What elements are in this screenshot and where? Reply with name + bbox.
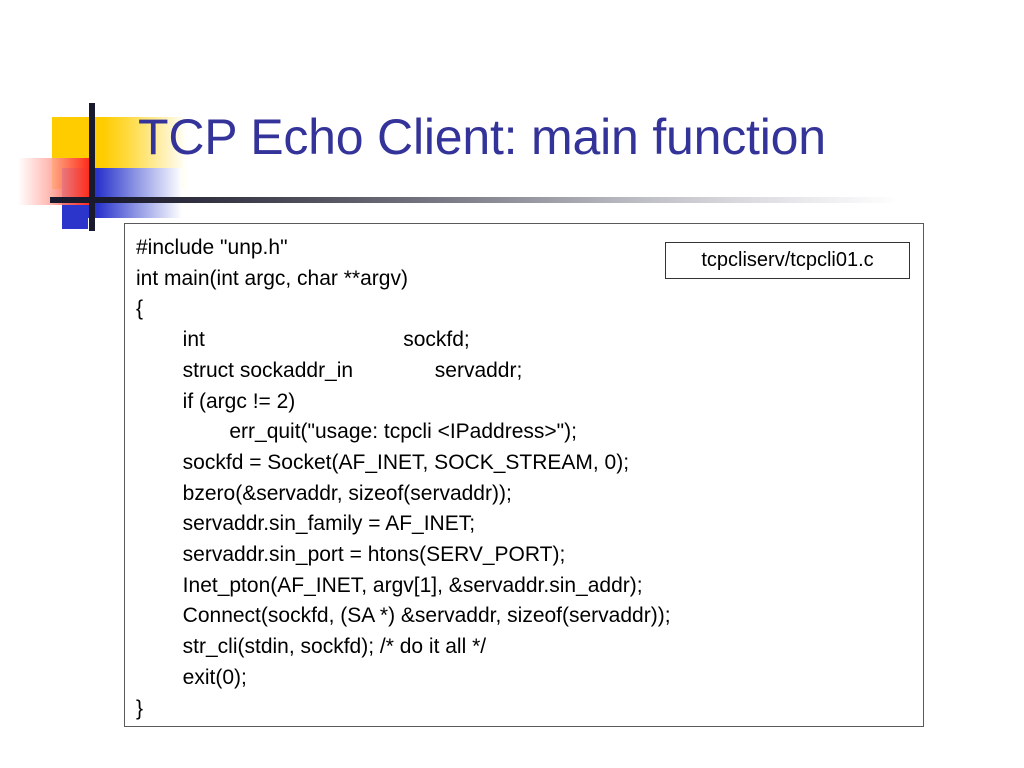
code-line: bzero(&servaddr, sizeof(servaddr)); [136, 481, 512, 505]
code-line: str_cli(stdin, sockfd); /* do it all */ [136, 635, 487, 659]
code-line: servaddr.sin_family = AF_INET; [136, 512, 476, 536]
ornament-red-rectangle [18, 158, 90, 205]
code-line: err_quit("usage: tcpcli <IPaddress>"); [136, 420, 577, 444]
code-line: int main(int argc, char **argv) [136, 266, 408, 290]
code-line: sockfd = Socket(AF_INET, SOCK_STREAM, 0)… [136, 450, 630, 474]
code-line: struct sockaddr_in servaddr; [136, 358, 523, 382]
ornament-blue-square [62, 168, 182, 218]
page-title: TCP Echo Client: main function [138, 109, 826, 165]
code-line: exit(0); [136, 665, 247, 689]
code-line: Connect(sockfd, (SA *) &servaddr, sizeof… [136, 604, 671, 628]
code-line: #include "unp.h" [136, 236, 288, 259]
code-line: } [136, 696, 144, 720]
code-line: int sockfd; [136, 328, 470, 352]
source-file-label: tcpcliserv/tcpcli01.c [665, 242, 910, 279]
code-listing-frame: #include "unp.h" int main(int argc, char … [124, 223, 924, 727]
source-file-label-text: tcpcliserv/tcpcli01.c [701, 249, 874, 271]
code-line: servaddr.sin_port = htons(SERV_PORT); [136, 543, 566, 567]
ornament-vertical-rule [89, 103, 95, 231]
code-listing: #include "unp.h" int main(int argc, char … [136, 233, 915, 724]
code-line: { [136, 297, 144, 321]
code-line: Inet_pton(AF_INET, argv[1], &servaddr.si… [136, 573, 643, 597]
ornament-horizontal-rule [50, 197, 900, 203]
ornament-blue-tab [62, 205, 88, 229]
code-line: if (argc != 2) [136, 389, 296, 413]
